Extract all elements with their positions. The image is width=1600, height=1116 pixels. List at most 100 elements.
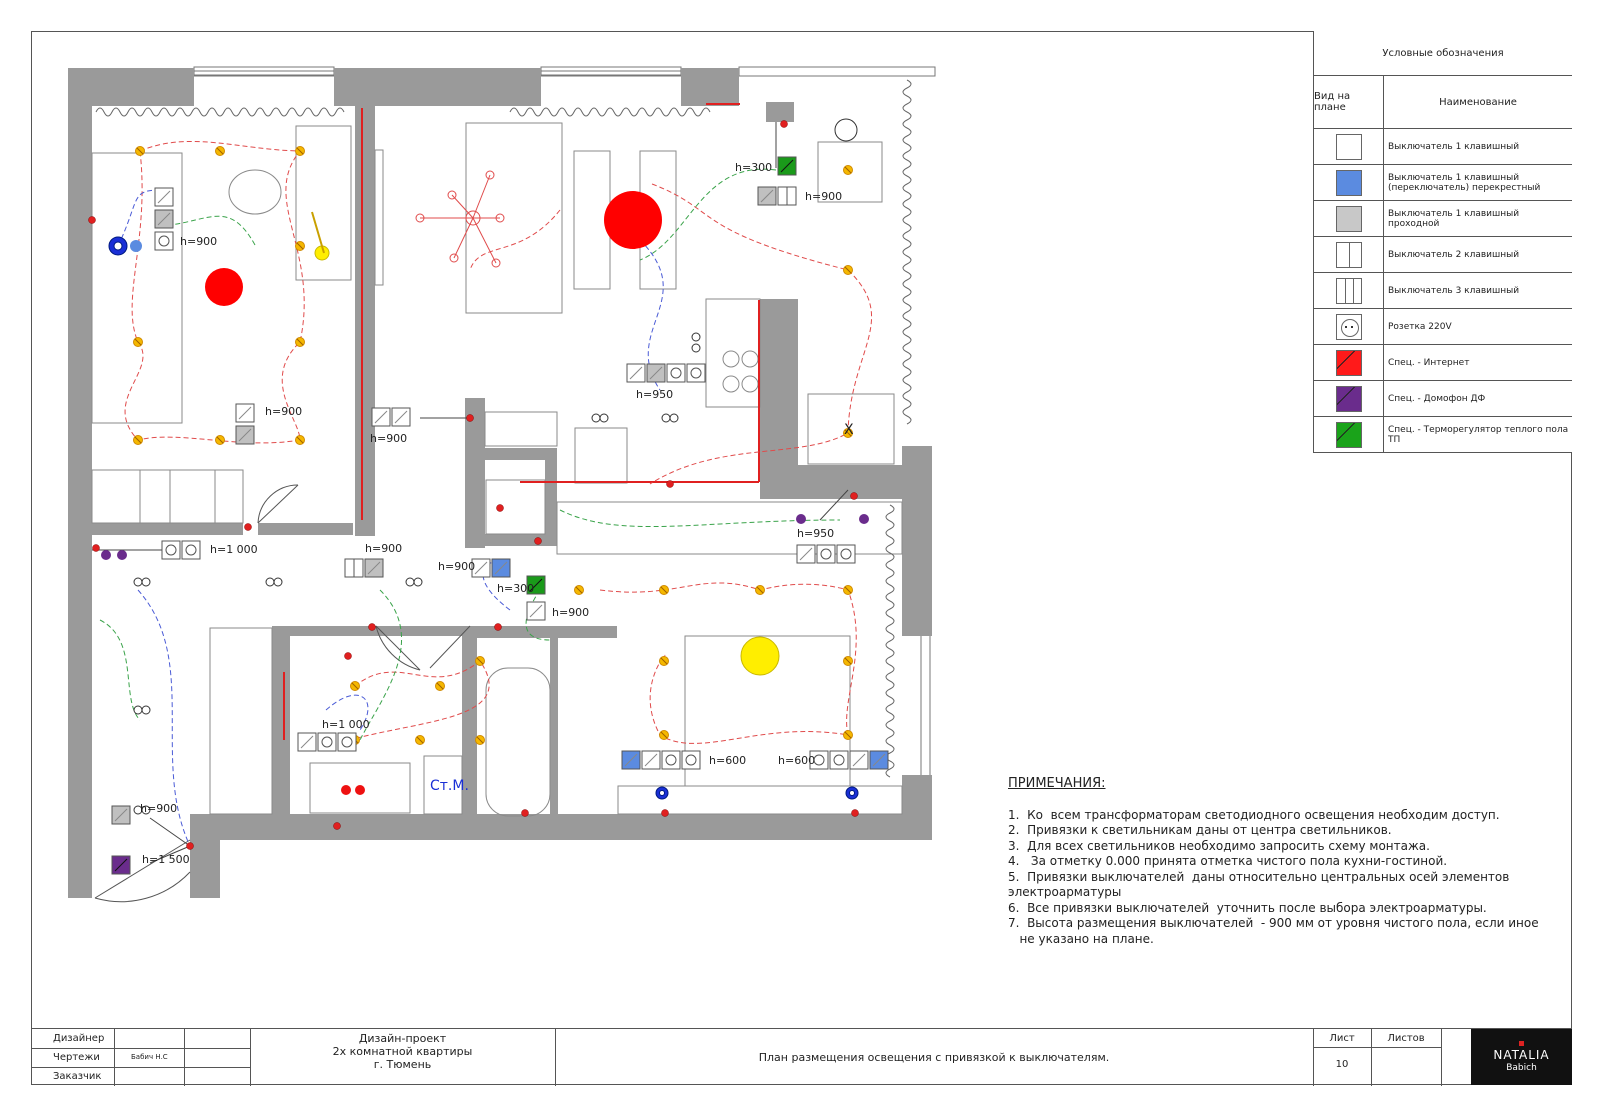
socket-icon xyxy=(685,754,697,766)
spot-cross xyxy=(844,166,852,174)
connection-points xyxy=(88,120,859,850)
spot-cross xyxy=(844,266,852,274)
intercom-icon xyxy=(1335,385,1362,412)
switch-block-cell xyxy=(809,750,829,770)
switch-block-cell xyxy=(317,732,337,752)
connection-point xyxy=(496,504,504,512)
project-name: Дизайн-проект 2х комнатной квартиры г. Т… xyxy=(250,1032,555,1071)
switch-key-mark xyxy=(114,858,128,872)
sheet-title: План размещения освещения с привязкой к … xyxy=(758,1051,1110,1064)
note-line: 4. За отметку 0.000 принята отметка чист… xyxy=(1008,854,1448,868)
connection-point xyxy=(368,623,376,631)
x-mark: X xyxy=(844,422,854,438)
switch-block-cell xyxy=(681,750,701,770)
legend-col-symbol: Вид на плане xyxy=(1314,76,1384,128)
note-line: 6. Все привязки выключателей уточнить по… xyxy=(1008,900,1487,915)
legend-item-label: Спец. - Интернет xyxy=(1388,357,1470,368)
spot-cross xyxy=(136,147,144,155)
socket-icon xyxy=(840,548,852,560)
switch-block-cell xyxy=(337,732,357,752)
logo-line-1: NATALIA xyxy=(1493,1048,1550,1062)
height-label: h=300 xyxy=(497,582,534,595)
height-label: h=1 000 xyxy=(322,718,370,731)
height-label: h=900 xyxy=(365,542,402,555)
legend-col-name: Наименование xyxy=(1439,96,1517,108)
switch-key-mark xyxy=(644,753,658,767)
connection-point xyxy=(244,523,252,531)
spot-cross xyxy=(660,731,668,739)
spot-cross xyxy=(416,736,424,744)
spot-cross xyxy=(660,586,668,594)
socket-rings xyxy=(133,118,858,815)
height-label: h=900 xyxy=(180,235,217,248)
sheet-number: 10 xyxy=(1335,1059,1349,1070)
project-line-2: 2х комнатной квартиры xyxy=(332,1045,473,1058)
legend-title: Условные обозначения xyxy=(1314,31,1572,76)
leaders xyxy=(92,122,849,864)
socket-icon xyxy=(165,544,177,556)
switch-1-icon xyxy=(1335,133,1362,160)
socket-icon xyxy=(833,754,845,766)
connection-point xyxy=(344,652,352,660)
spot-cross xyxy=(844,429,852,437)
switch-key-mark xyxy=(529,604,543,618)
note-line: не указано на плане. xyxy=(1008,931,1154,946)
customer-label: Заказчик xyxy=(53,1071,102,1082)
pendant-lamp-icon xyxy=(205,268,243,306)
connection-point xyxy=(534,537,542,545)
ceiling-lamp-icon xyxy=(740,636,780,676)
spot-cross xyxy=(216,436,224,444)
drawn-value: Бабич Н.С xyxy=(131,1053,168,1061)
height-label: h=900 xyxy=(438,560,475,573)
furniture xyxy=(91,122,903,817)
socket-icon xyxy=(665,754,677,766)
height-label: h=900 xyxy=(805,190,842,203)
switch-block-cell xyxy=(661,750,681,770)
switch-block-cell xyxy=(666,363,686,383)
height-label: h=1 000 xyxy=(210,543,258,556)
legend-item-label: Спец. - Терморегулятор теплого пола ТП xyxy=(1388,424,1569,445)
project-line-3: г. Тюмень xyxy=(373,1058,432,1071)
height-label: h=950 xyxy=(797,527,834,540)
switch-key-mark xyxy=(394,410,408,424)
height-label: h=950 xyxy=(636,388,673,401)
switch-key-mark xyxy=(238,406,252,420)
cross-switch-icon xyxy=(1335,169,1362,196)
height-label: h=900 xyxy=(370,432,407,445)
height-label: h=900 xyxy=(265,405,302,418)
connection-point xyxy=(666,480,674,488)
socket-icon xyxy=(1335,313,1362,340)
spot-cross xyxy=(660,657,668,665)
connection-point xyxy=(521,809,529,817)
legend-row: Спец. - Интернет xyxy=(1314,345,1572,381)
socket-icon xyxy=(321,736,333,748)
connection-point xyxy=(851,809,859,817)
switch-key-mark xyxy=(624,753,638,767)
socket-icon xyxy=(185,544,197,556)
spot-cross xyxy=(351,682,359,690)
spot-cross xyxy=(575,586,583,594)
note-line: 3. Для всех светильников необходимо запр… xyxy=(1008,838,1430,853)
switch-block-cell xyxy=(161,540,181,560)
switch-key-mark xyxy=(494,561,508,575)
socket-icon xyxy=(820,548,832,560)
switch-key-mark xyxy=(529,578,543,592)
legend-item-label: Розетка 220V xyxy=(1388,321,1452,332)
logo-mark-icon xyxy=(1519,1041,1524,1046)
sheets-label: Листов xyxy=(1387,1033,1425,1044)
wiring-blue xyxy=(117,189,664,847)
designer-logo: NATALIA Babich xyxy=(1471,1029,1572,1085)
switch-key-mark xyxy=(872,753,886,767)
spot-cross xyxy=(296,242,304,250)
connection-point xyxy=(186,842,194,850)
connection-point xyxy=(466,414,474,422)
walls xyxy=(68,68,932,898)
wiring-green xyxy=(99,168,841,741)
height-label: h=900 xyxy=(140,802,177,815)
pass-switch-icon xyxy=(1335,205,1362,232)
note-line: 5. Привязки выключателей даны относитель… xyxy=(1008,869,1510,884)
switch-key-mark xyxy=(852,753,866,767)
spot-cross xyxy=(296,147,304,155)
title-block: Дизайнер Чертежи Бабич Н.С Заказчик Диза… xyxy=(31,1028,1572,1086)
height-label: h=900 xyxy=(552,606,589,619)
